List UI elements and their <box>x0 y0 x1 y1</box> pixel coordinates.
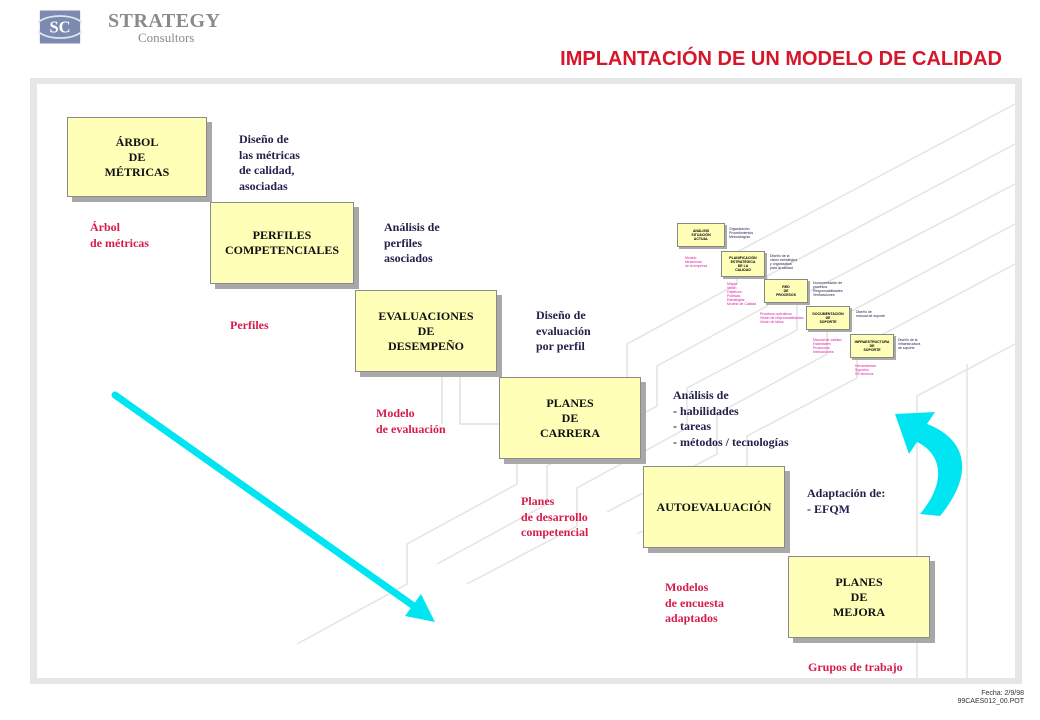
step-box-line: DE <box>417 323 435 338</box>
footer-reference: 99CAES012_00.POT <box>957 698 1024 705</box>
sc-logo-icon: SC <box>38 10 82 44</box>
step-box-line: PLANES <box>546 395 594 410</box>
step-box-line: MÉTRICAS <box>104 164 170 179</box>
step-box-line: DE <box>850 589 868 604</box>
step-note-4: Análisis de - habilidades - tareas - mét… <box>673 388 789 449</box>
step-label-5: Modelos de encuesta adaptados <box>665 580 724 625</box>
step-label-3: Modelo de evaluación <box>376 406 446 436</box>
page-title: IMPLANTACIÓN DE UN MODELO DE CALIDAD <box>560 48 1002 70</box>
logo-line-2: Consultors <box>138 30 195 45</box>
mini-note-3: Documentación de procesos Responsabilida… <box>813 281 843 297</box>
step-note-3: Diseño de evaluación por perfil <box>536 308 591 353</box>
step-box-perfiles-competenciales: PERFILES COMPETENCIALES <box>210 202 354 284</box>
step-box-autoevaluacion: AUTOEVALUACIÓN <box>643 466 785 548</box>
mini-label-1: Modelo situacional de la empresa <box>685 256 708 268</box>
diagonal-down-arrow-icon <box>111 391 435 622</box>
mini-box-planificacion: PLANIFICACIÓN ESTRATÉGICA DE LA CALIDAD <box>721 251 765 277</box>
step-label-1: Árbol de métricas <box>90 220 149 250</box>
step-box-arbol-de-metricas: ÁRBOL DE MÉTRICAS <box>67 117 207 197</box>
diagram-canvas: ÁRBOL DE MÉTRICAS PERFILES COMPETENCIALE… <box>37 84 1015 678</box>
mini-note-1: Organización Procedimientos Metodologías <box>729 227 754 239</box>
mini-label-5: Herramientas Soportes SS técnicos <box>855 364 877 376</box>
mini-note-2: Diseño de la visión estratégica y organi… <box>770 254 798 270</box>
mini-box-infraestructura: INFRAESTRUCTURA DE SOPORTE <box>850 334 894 358</box>
mini-label-3: Procesos operativos Visión de responsabi… <box>760 312 804 324</box>
step-box-line: DE <box>128 149 146 164</box>
step-box-line: CARRERA <box>540 425 600 440</box>
strategy-consultors-logo: SC STRATEGY Consultors <box>38 8 221 46</box>
mini-label-2: Misión Visión Objetivos Políticas Estrat… <box>727 282 757 306</box>
mini-label-4: Manual de calidad Estándares Protocolos … <box>813 338 842 354</box>
mini-box-analisis: ANÁLISIS SITUACIÓN ACTUAL <box>677 223 725 247</box>
step-box-evaluaciones-de-desempeno: EVALUACIONES DE DESEMPEÑO <box>355 290 497 372</box>
mini-box-red-de-procesos: RED DE PROCESOS <box>764 279 808 303</box>
step-note-1: Diseño de las métricas de calidad, asoci… <box>239 132 300 193</box>
logo-mark-text: SC <box>49 18 70 37</box>
step-box-line: PERFILES <box>252 228 312 242</box>
step-label-2: Perfiles <box>230 318 269 332</box>
step-note-2: Análisis de perfiles asociados <box>384 220 440 265</box>
step-label-6: Grupos de trabajo <box>808 660 903 674</box>
step-box-line: DE <box>561 410 579 425</box>
step-note-5: Adaptación de: - EFQM <box>807 486 886 516</box>
mini-note-5: Diseño de la infraestructura de soporte <box>898 338 921 350</box>
step-box-line: DESEMPEÑO <box>387 338 464 353</box>
step-box-line: COMPETENCIALES <box>224 243 340 257</box>
diagram-frame: ÁRBOL DE MÉTRICAS PERFILES COMPETENCIALE… <box>30 78 1022 684</box>
curved-up-arrow-icon <box>895 412 963 516</box>
mini-note-4: Diseño de manual de soporte <box>856 310 885 318</box>
mini-box-documentacion: DOCUMENTACIÓN DE SOPORTE <box>806 306 850 330</box>
step-box-line: ÁRBOL <box>115 134 159 149</box>
step-box-line: AUTOEVALUACIÓN <box>656 499 772 514</box>
step-box-line: MEJORA <box>833 604 885 619</box>
footer: Fecha: 2/9/98 99CAES012_00.POT <box>957 690 1024 706</box>
step-box-line: PLANES <box>835 574 883 589</box>
logo-line-1: STRATEGY <box>108 10 221 32</box>
step-box-line: EVALUACIONES <box>378 308 474 323</box>
step-box-planes-de-mejora: PLANES DE MEJORA <box>788 556 930 638</box>
arrows-layer <box>111 391 963 622</box>
step-box-planes-de-carrera: PLANES DE CARRERA <box>499 377 641 459</box>
footer-date: Fecha: 2/9/98 <box>981 690 1024 697</box>
step-label-4: Planes de desarrollo competencial <box>521 494 589 539</box>
